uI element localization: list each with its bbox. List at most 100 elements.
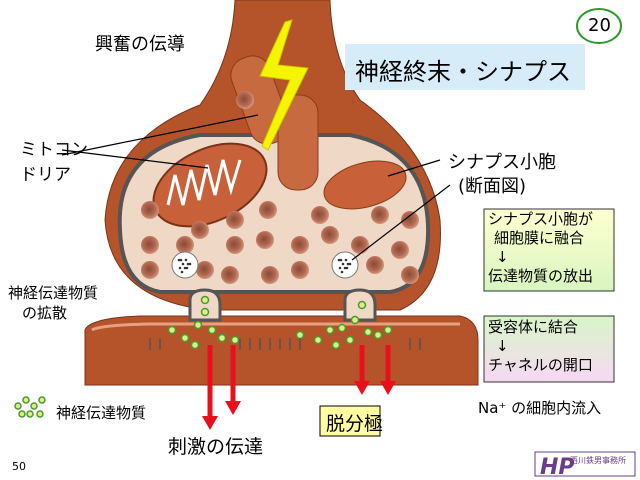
synaptic-vesicle — [176, 236, 194, 254]
legend-dot — [14, 402, 22, 410]
transmitter-particle — [184, 258, 188, 262]
synaptic-vesicle — [141, 201, 159, 219]
diffusion-label-1: 神経伝達物質 — [8, 284, 99, 302]
transmitter-dot — [373, 330, 383, 340]
synaptic-vesicle — [256, 231, 274, 249]
box1-line1: シナプス小胞が — [488, 210, 594, 228]
red-arrow-head — [202, 416, 218, 430]
transmitter-particle — [340, 270, 344, 274]
red-arrow-head — [380, 381, 396, 395]
synaptic-vesicle — [226, 211, 244, 229]
mitochondrion — [323, 160, 407, 210]
synaptic-vesicle — [311, 206, 329, 224]
fusion-info-box: シナプス小胞が 細胞膜に融合 ↓ 伝達物質の放出 — [488, 210, 593, 286]
transmitter-particle — [337, 258, 341, 262]
pointer-line — [61, 149, 209, 169]
pointer-line — [61, 114, 259, 156]
na-influx-label: Na⁺ の細胞内流入 — [478, 399, 602, 417]
box1-arrow: ↓ — [496, 248, 509, 266]
transmitter-particle — [181, 262, 185, 266]
logo-frame — [534, 451, 636, 477]
vesicle-cross-section — [331, 251, 359, 279]
red-arrow-head — [225, 401, 241, 415]
synaptic-vesicle — [391, 241, 409, 259]
slide-number-badge — [576, 8, 622, 44]
publisher-logo: HP 西川鉄男事務所 — [534, 451, 636, 480]
synaptic-vesicle — [226, 236, 244, 254]
transmitter-particle — [346, 262, 350, 266]
transmitter-dot — [193, 320, 203, 330]
transmitter-dot — [363, 327, 373, 337]
synaptic-vesicle — [401, 211, 419, 229]
transmitter-dot — [350, 315, 360, 325]
depolarization-box-bg — [319, 405, 381, 437]
pointer-line — [351, 184, 451, 261]
transmitter-dot — [383, 325, 393, 335]
synaptic-vesicle — [236, 91, 254, 109]
transmitter-particle — [344, 258, 348, 262]
synaptic-vesicle — [291, 261, 309, 279]
synaptic-vesicle — [371, 206, 389, 224]
transmitter-dot — [295, 330, 305, 340]
legend-dot — [22, 396, 30, 404]
red-arrows — [149, 338, 421, 430]
transmitter-particle — [177, 258, 181, 262]
synaptic-vesicle — [221, 266, 239, 284]
excitation-label: 興奮の伝導 — [95, 34, 185, 55]
transmitter-dot — [313, 335, 323, 345]
synaptic-vesicle — [366, 256, 384, 274]
transmitter-dot — [167, 325, 177, 335]
transmitter-dot — [357, 300, 367, 310]
pointer-line — [387, 159, 441, 177]
mitochondrion-cristae — [166, 159, 242, 206]
transmitter-dot — [190, 340, 200, 350]
transmitter-dot — [200, 295, 210, 305]
slide-number: 20 — [588, 15, 611, 36]
synaptic-vesicle — [351, 236, 369, 254]
receptor-info-box: 受容体に結合 ↓ チャネルの開口 — [488, 318, 593, 375]
transmitter-particle — [338, 266, 342, 270]
transmitter-legend-label: 神経伝達物質 — [56, 404, 147, 422]
transmitter-dot — [217, 333, 227, 343]
transmitter-particle — [183, 266, 187, 270]
box1-line2: 細胞膜に融合 — [494, 229, 585, 247]
transmitter-particle — [348, 262, 352, 266]
transmitter-dots — [167, 295, 393, 350]
axon-tube — [277, 94, 319, 191]
transmitter-dot — [337, 323, 347, 333]
legend-dot — [38, 396, 46, 404]
transmitter-dot — [345, 335, 355, 345]
transmitter-particle — [179, 258, 183, 262]
logo-mark: HP — [540, 455, 575, 480]
receptor-info-box-bg — [483, 315, 615, 383]
pointer-lines — [61, 114, 451, 261]
synaptic-vesicle — [191, 221, 209, 239]
synaptic-vesicle — [321, 226, 339, 244]
fusion-info-box-bg — [483, 208, 615, 292]
postsynaptic-cell — [84, 315, 479, 386]
mitochondria-label-1: ミトコン — [20, 140, 88, 160]
postsynaptic-membrane-highlight — [91, 322, 460, 332]
transmitter-dot — [207, 325, 217, 335]
transmitter-particle — [178, 266, 182, 270]
red-arrow-head — [354, 381, 370, 395]
transmitter-particle — [186, 262, 190, 266]
legend-dots-icon — [14, 396, 46, 418]
transmitter-dot — [325, 325, 335, 335]
stimulus-label: 刺激の伝達 — [168, 436, 264, 458]
synaptic-vesicle — [291, 236, 309, 254]
transmitter-dot — [200, 307, 210, 317]
box1-line3: 伝達物質の放出 — [488, 267, 594, 285]
transmitter-dot — [331, 340, 341, 350]
vesicle-cross-section — [171, 251, 199, 279]
slide-title: 神経終末・シナプス — [355, 58, 571, 86]
transmitter-particle — [345, 266, 349, 270]
transmitter-particle — [185, 266, 189, 270]
synaptic-vesicle — [196, 261, 214, 279]
transmitter-particle — [188, 262, 192, 266]
synaptic-vesicle — [141, 261, 159, 279]
synaptic-vesicle — [259, 201, 277, 219]
vesicle-label-1: シナプス小胞 — [448, 152, 556, 173]
logo-name: 西川鉄男事務所 — [570, 455, 626, 465]
